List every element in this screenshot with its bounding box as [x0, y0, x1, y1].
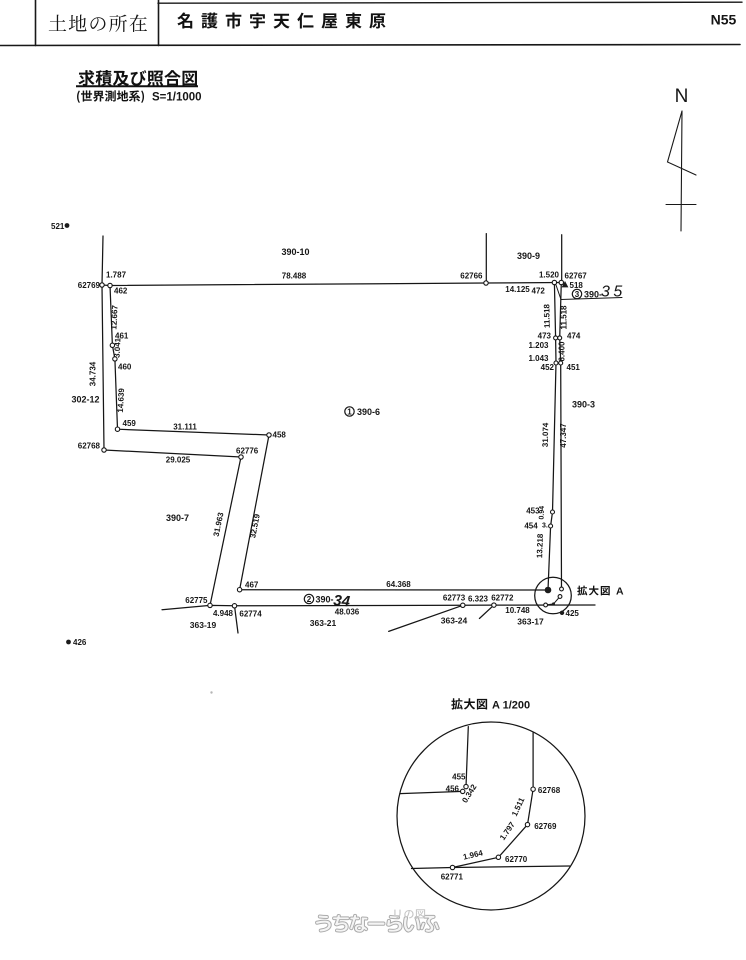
- svg-text:6.323: 6.323: [468, 595, 489, 604]
- svg-text:460: 460: [118, 363, 132, 372]
- svg-text:363-17: 363-17: [517, 617, 544, 627]
- svg-text:454: 454: [524, 522, 538, 531]
- svg-text:473: 473: [538, 331, 552, 340]
- svg-text:35: 35: [601, 284, 626, 301]
- svg-text:S=1/1000: S=1/1000: [152, 92, 202, 104]
- svg-text:1.787: 1.787: [106, 271, 127, 280]
- svg-text:363-19: 363-19: [190, 620, 217, 630]
- svg-text:11.518: 11.518: [560, 305, 569, 330]
- svg-text:62772: 62772: [491, 594, 514, 603]
- svg-text:1.964: 1.964: [462, 848, 484, 861]
- svg-text:48.036: 48.036: [335, 608, 360, 617]
- svg-text:47.347: 47.347: [559, 423, 568, 448]
- svg-text:34: 34: [333, 592, 352, 610]
- svg-text:4.948: 4.948: [213, 609, 234, 618]
- svg-text:459: 459: [123, 419, 137, 428]
- svg-text:11.518: 11.518: [542, 303, 551, 328]
- svg-text:2: 2: [307, 595, 312, 604]
- svg-text:62768: 62768: [538, 786, 561, 795]
- svg-text:521: 521: [51, 222, 65, 231]
- svg-text:62769: 62769: [534, 822, 557, 831]
- svg-text:363-21: 363-21: [310, 618, 337, 628]
- svg-text:425: 425: [566, 609, 580, 618]
- svg-text:453: 453: [526, 506, 540, 515]
- svg-text:3: 3: [575, 290, 580, 299]
- svg-text:1.511: 1.511: [510, 796, 527, 818]
- svg-text:62766: 62766: [460, 271, 483, 280]
- svg-text:64.368: 64.368: [386, 580, 411, 589]
- svg-text:451: 451: [567, 363, 581, 372]
- svg-text:62775: 62775: [185, 596, 208, 605]
- svg-text:62776: 62776: [236, 447, 259, 456]
- svg-text:A 1/200: A 1/200: [492, 700, 530, 712]
- svg-text:472: 472: [532, 287, 546, 296]
- svg-text:29.025: 29.025: [166, 456, 191, 465]
- svg-text:390-3: 390-3: [572, 400, 595, 410]
- svg-text:6.400: 6.400: [558, 341, 567, 362]
- svg-text:62771: 62771: [441, 873, 464, 882]
- svg-text:467: 467: [245, 581, 259, 590]
- svg-text:302-12: 302-12: [71, 395, 99, 405]
- svg-text:10.748: 10.748: [505, 606, 530, 615]
- svg-text:62768: 62768: [78, 442, 101, 451]
- svg-text:62773: 62773: [443, 594, 466, 603]
- svg-text:13.218: 13.218: [535, 533, 545, 558]
- svg-text:14.125: 14.125: [505, 285, 530, 294]
- svg-text:363-24: 363-24: [441, 616, 468, 626]
- svg-text:12.667: 12.667: [109, 304, 119, 329]
- svg-text:0.94: 0.94: [539, 506, 546, 520]
- svg-text:518: 518: [570, 281, 584, 290]
- svg-text:390-10: 390-10: [281, 247, 309, 257]
- svg-text:390-: 390-: [316, 595, 334, 605]
- svg-text:31.111: 31.111: [173, 423, 197, 432]
- svg-text:1.520: 1.520: [539, 271, 560, 280]
- svg-text:452: 452: [541, 363, 555, 372]
- svg-text:34.734: 34.734: [89, 361, 98, 386]
- svg-text:390-9: 390-9: [517, 251, 540, 261]
- svg-text:62774: 62774: [239, 610, 262, 619]
- svg-text:62767: 62767: [565, 271, 588, 280]
- svg-text:426: 426: [73, 638, 87, 647]
- svg-text:62770: 62770: [505, 855, 528, 864]
- svg-text:3.: 3.: [542, 523, 548, 530]
- svg-text:N: N: [675, 86, 689, 107]
- svg-text:456: 456: [446, 785, 460, 794]
- svg-text:31.074: 31.074: [541, 422, 551, 447]
- svg-text:32.519: 32.519: [248, 513, 262, 539]
- svg-text:31.963: 31.963: [212, 511, 226, 537]
- svg-text:390-7: 390-7: [166, 513, 189, 523]
- svg-text:462: 462: [114, 287, 128, 296]
- svg-text:458: 458: [273, 431, 287, 440]
- svg-text:390-: 390-: [584, 290, 602, 300]
- svg-text:1.203: 1.203: [528, 341, 549, 350]
- svg-text:455: 455: [452, 773, 466, 782]
- svg-text:N55: N55: [711, 12, 737, 28]
- svg-text:461: 461: [115, 332, 129, 341]
- svg-text:474: 474: [567, 331, 581, 340]
- svg-text:78.488: 78.488: [282, 272, 307, 281]
- svg-text:3.041: 3.041: [112, 337, 122, 358]
- svg-text:62769: 62769: [78, 281, 101, 290]
- svg-text:1: 1: [347, 408, 352, 417]
- svg-text:14.639: 14.639: [116, 387, 126, 412]
- svg-text:A: A: [616, 586, 624, 598]
- svg-text:1.043: 1.043: [528, 354, 549, 363]
- svg-text:390-6: 390-6: [357, 407, 380, 417]
